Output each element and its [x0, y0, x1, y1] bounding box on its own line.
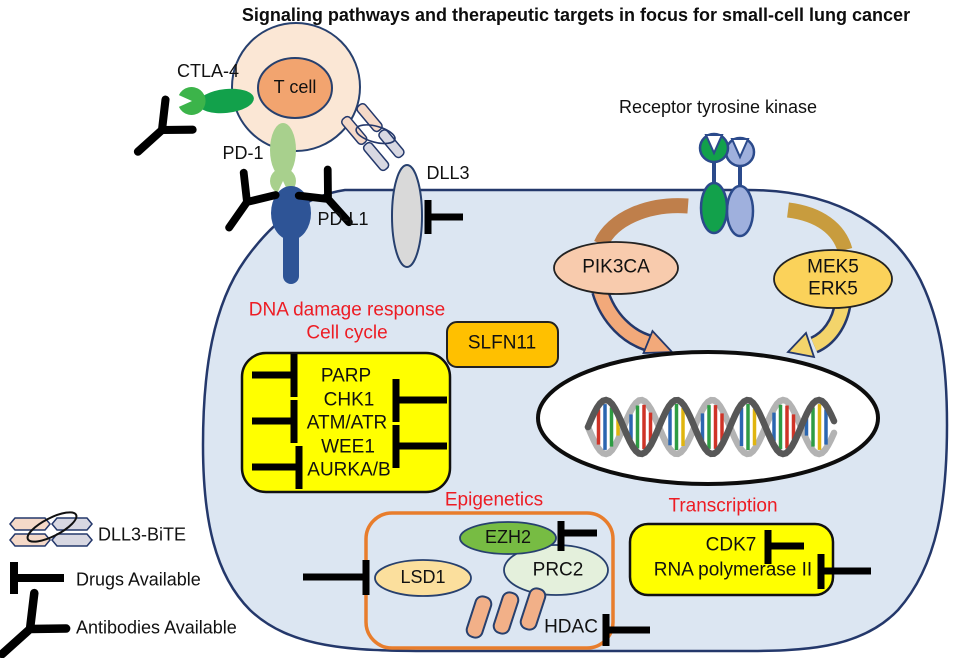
rtk-receptor — [698, 132, 756, 238]
cell-cycle-heading: Cell cycle — [306, 322, 388, 344]
ctla4-label: CTLA-4 — [176, 61, 240, 82]
cdk7-label: CDK7 — [705, 534, 757, 556]
dll3-bite-connector — [341, 103, 405, 172]
ctla4-receptor — [178, 86, 254, 115]
t-cell-label: T cell — [273, 77, 317, 98]
dll3-drug-tbar — [424, 200, 463, 234]
pd1-label: PD-1 — [222, 143, 264, 164]
target-chk1: CHK1 — [323, 389, 375, 411]
dll3-receptor — [391, 164, 423, 268]
antibody-icon — [294, 165, 353, 227]
dll3-label: DLL3 — [426, 163, 470, 184]
dna-helix — [584, 396, 838, 458]
legend-drugs-available: Drugs Available — [76, 569, 201, 590]
epigenetics-drug-tbars — [303, 521, 650, 646]
lsd1-node — [374, 559, 472, 597]
transcription-heading: Transcription — [668, 495, 778, 517]
erk5-label: ERK5 — [808, 278, 858, 300]
dna-damage-heading: DNA damage response — [248, 299, 446, 321]
transcription-box — [628, 522, 835, 597]
t-cell-graphic — [231, 22, 361, 152]
rna-pol-label: RNA polymerase II — [653, 559, 813, 581]
mek5-label: MEK5 — [807, 256, 859, 278]
slfn11-label: SLFN11 — [467, 332, 537, 354]
transcription-drug-tbars — [764, 530, 871, 589]
legend-dll3-bite: DLL3-BiTE — [98, 524, 187, 545]
ezh2-node — [459, 521, 557, 555]
cell-cycle-drug-tbars — [252, 354, 447, 489]
drugs-available-legend-icon — [10, 562, 64, 594]
epigenetics-heading: Epigenetics — [444, 489, 544, 511]
pd1-receptor — [270, 123, 297, 193]
antibody-icon — [133, 95, 197, 156]
ezh2-label: EZH2 — [484, 527, 532, 548]
target-wee1: WEE1 — [321, 436, 375, 458]
legend-antibodies-available: Antibodies Available — [76, 617, 237, 638]
pdl1-label: PD-L1 — [317, 209, 369, 230]
prc2-node — [503, 544, 609, 596]
antibody-icon — [225, 168, 280, 232]
hdac-histones — [465, 587, 547, 639]
figure-title: Signaling pathways and therapeutic targe… — [241, 5, 911, 26]
arrow-rtk-to-mek5 — [786, 202, 853, 253]
lsd1-label: LSD1 — [400, 567, 446, 588]
pik3ca-node — [553, 241, 679, 295]
slfn11-box — [446, 321, 559, 368]
target-atm-atr: ATM/ATR — [306, 412, 388, 434]
mek5-erk5-node — [773, 249, 893, 309]
antibodies-available-legend-icon — [0, 588, 71, 658]
arrow-pik3ca-to-dna — [591, 288, 674, 354]
pik3ca-label: PIK3CA — [582, 256, 650, 278]
rtk-label: Receptor tyrosine kinase — [618, 97, 818, 118]
dll3-bite-legend-icon — [9, 511, 93, 547]
arrow-rtk-to-pik3ca — [594, 198, 689, 248]
target-parp: PARP — [320, 365, 372, 387]
target-aurka-b: AURKA/B — [307, 459, 391, 481]
prc2-label: PRC2 — [532, 559, 584, 581]
hdac-label: HDAC — [544, 616, 598, 638]
